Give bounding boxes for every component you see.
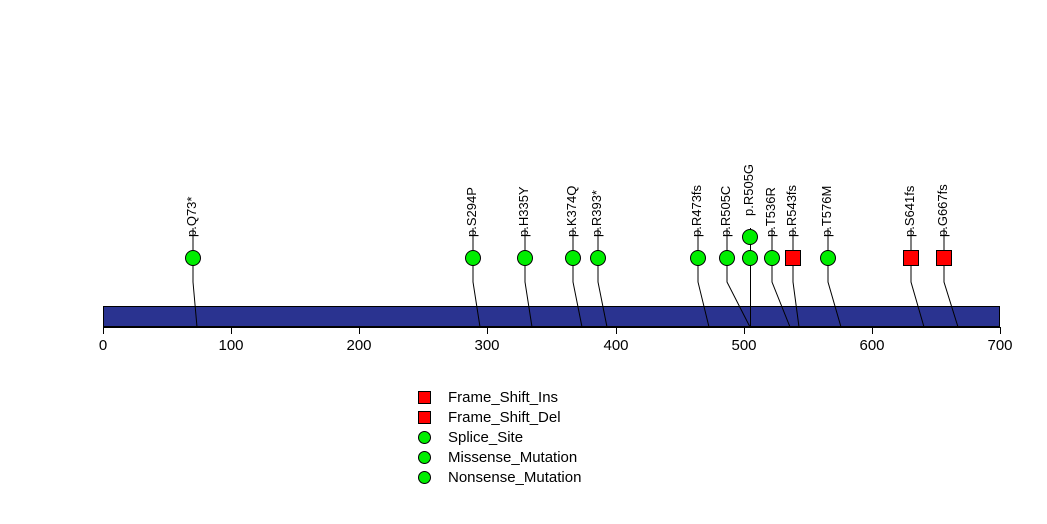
axis-tick-label: 700 <box>987 337 1013 354</box>
mutation-label: p.R505C <box>718 185 733 237</box>
mutation-label: p.R393* <box>589 190 604 237</box>
mutation-marker-circle[interactable] <box>690 250 706 266</box>
axis-tick-label: 0 <box>98 337 108 354</box>
axis-baseline <box>103 327 1000 328</box>
legend-swatch-circle <box>418 451 431 464</box>
mutation-label: p.Q73* <box>184 196 199 237</box>
axis-tick <box>744 327 745 334</box>
axis-tick-label: 400 <box>603 337 629 354</box>
lollipop-stem <box>524 228 533 328</box>
lollipop-stem <box>597 228 608 328</box>
mutation-marker-circle[interactable] <box>565 250 581 266</box>
legend-label: Splice_Site <box>448 429 524 446</box>
axis-tick <box>103 327 104 334</box>
mutation-marker-circle[interactable] <box>517 250 533 266</box>
legend-swatch-square <box>418 391 431 404</box>
axis-tick <box>872 327 873 334</box>
lollipop-stem <box>472 228 481 328</box>
lollipop-stem <box>726 228 751 328</box>
axis-tick-label: 300 <box>474 337 500 354</box>
lollipop-stem <box>910 228 925 328</box>
legend-swatch-circle <box>418 431 431 444</box>
mutation-label: p.R543fs <box>784 184 799 237</box>
lollipop-stem <box>697 228 710 328</box>
mutation-label: p.G667fs <box>935 184 950 237</box>
mutation-marker-square[interactable] <box>903 250 919 266</box>
axis-tick-label: 200 <box>346 337 372 354</box>
legend-label: Frame_Shift_Del <box>448 409 561 426</box>
axis-tick-label: 100 <box>218 337 244 354</box>
mutation-marker-square[interactable] <box>785 250 801 266</box>
lollipop-stem <box>771 228 791 328</box>
mutation-label: p.H335Y <box>516 186 531 237</box>
mutation-marker-circle[interactable] <box>742 250 758 266</box>
mutation-label: p.S294P <box>464 187 479 237</box>
lollipop-stem <box>572 228 583 328</box>
legend-label: Frame_Shift_Ins <box>448 389 559 406</box>
lollipop-stem <box>827 228 842 328</box>
mutation-marker-circle[interactable] <box>185 250 201 266</box>
mutation-label: p.R473fs <box>689 184 704 237</box>
axis-tick-label: 600 <box>859 337 885 354</box>
mutation-label: p.T576M <box>819 185 834 237</box>
axis-tick <box>1000 327 1001 334</box>
mutation-marker-circle[interactable] <box>820 250 836 266</box>
axis-tick <box>359 327 360 334</box>
mutation-label: p.R505G <box>741 163 756 216</box>
axis-tick-label: 500 <box>731 337 757 354</box>
mutation-marker-circle[interactable] <box>465 250 481 266</box>
lollipop-stem <box>943 228 959 328</box>
mutation-marker-circle[interactable] <box>742 229 758 245</box>
protein-backbone <box>103 306 1000 327</box>
mutation-marker-circle[interactable] <box>590 250 606 266</box>
axis-tick <box>487 327 488 334</box>
axis-tick <box>616 327 617 334</box>
legend-label: Nonsense_Mutation <box>448 469 582 486</box>
lollipop-stem <box>750 228 751 327</box>
mutation-label: p.T536R <box>763 187 778 237</box>
mutation-marker-circle[interactable] <box>764 250 780 266</box>
lollipop-stem <box>192 228 198 328</box>
mutation-marker-square[interactable] <box>936 250 952 266</box>
legend-swatch-square <box>418 411 431 424</box>
mutation-marker-circle[interactable] <box>719 250 735 266</box>
legend-label: Missense_Mutation <box>448 449 578 466</box>
legend-swatch-circle <box>418 471 431 484</box>
lollipop-stem <box>792 228 800 328</box>
mutation-label: p.S641fs <box>902 185 917 237</box>
mutation-label: p.K374Q <box>564 185 579 237</box>
axis-tick <box>231 327 232 334</box>
